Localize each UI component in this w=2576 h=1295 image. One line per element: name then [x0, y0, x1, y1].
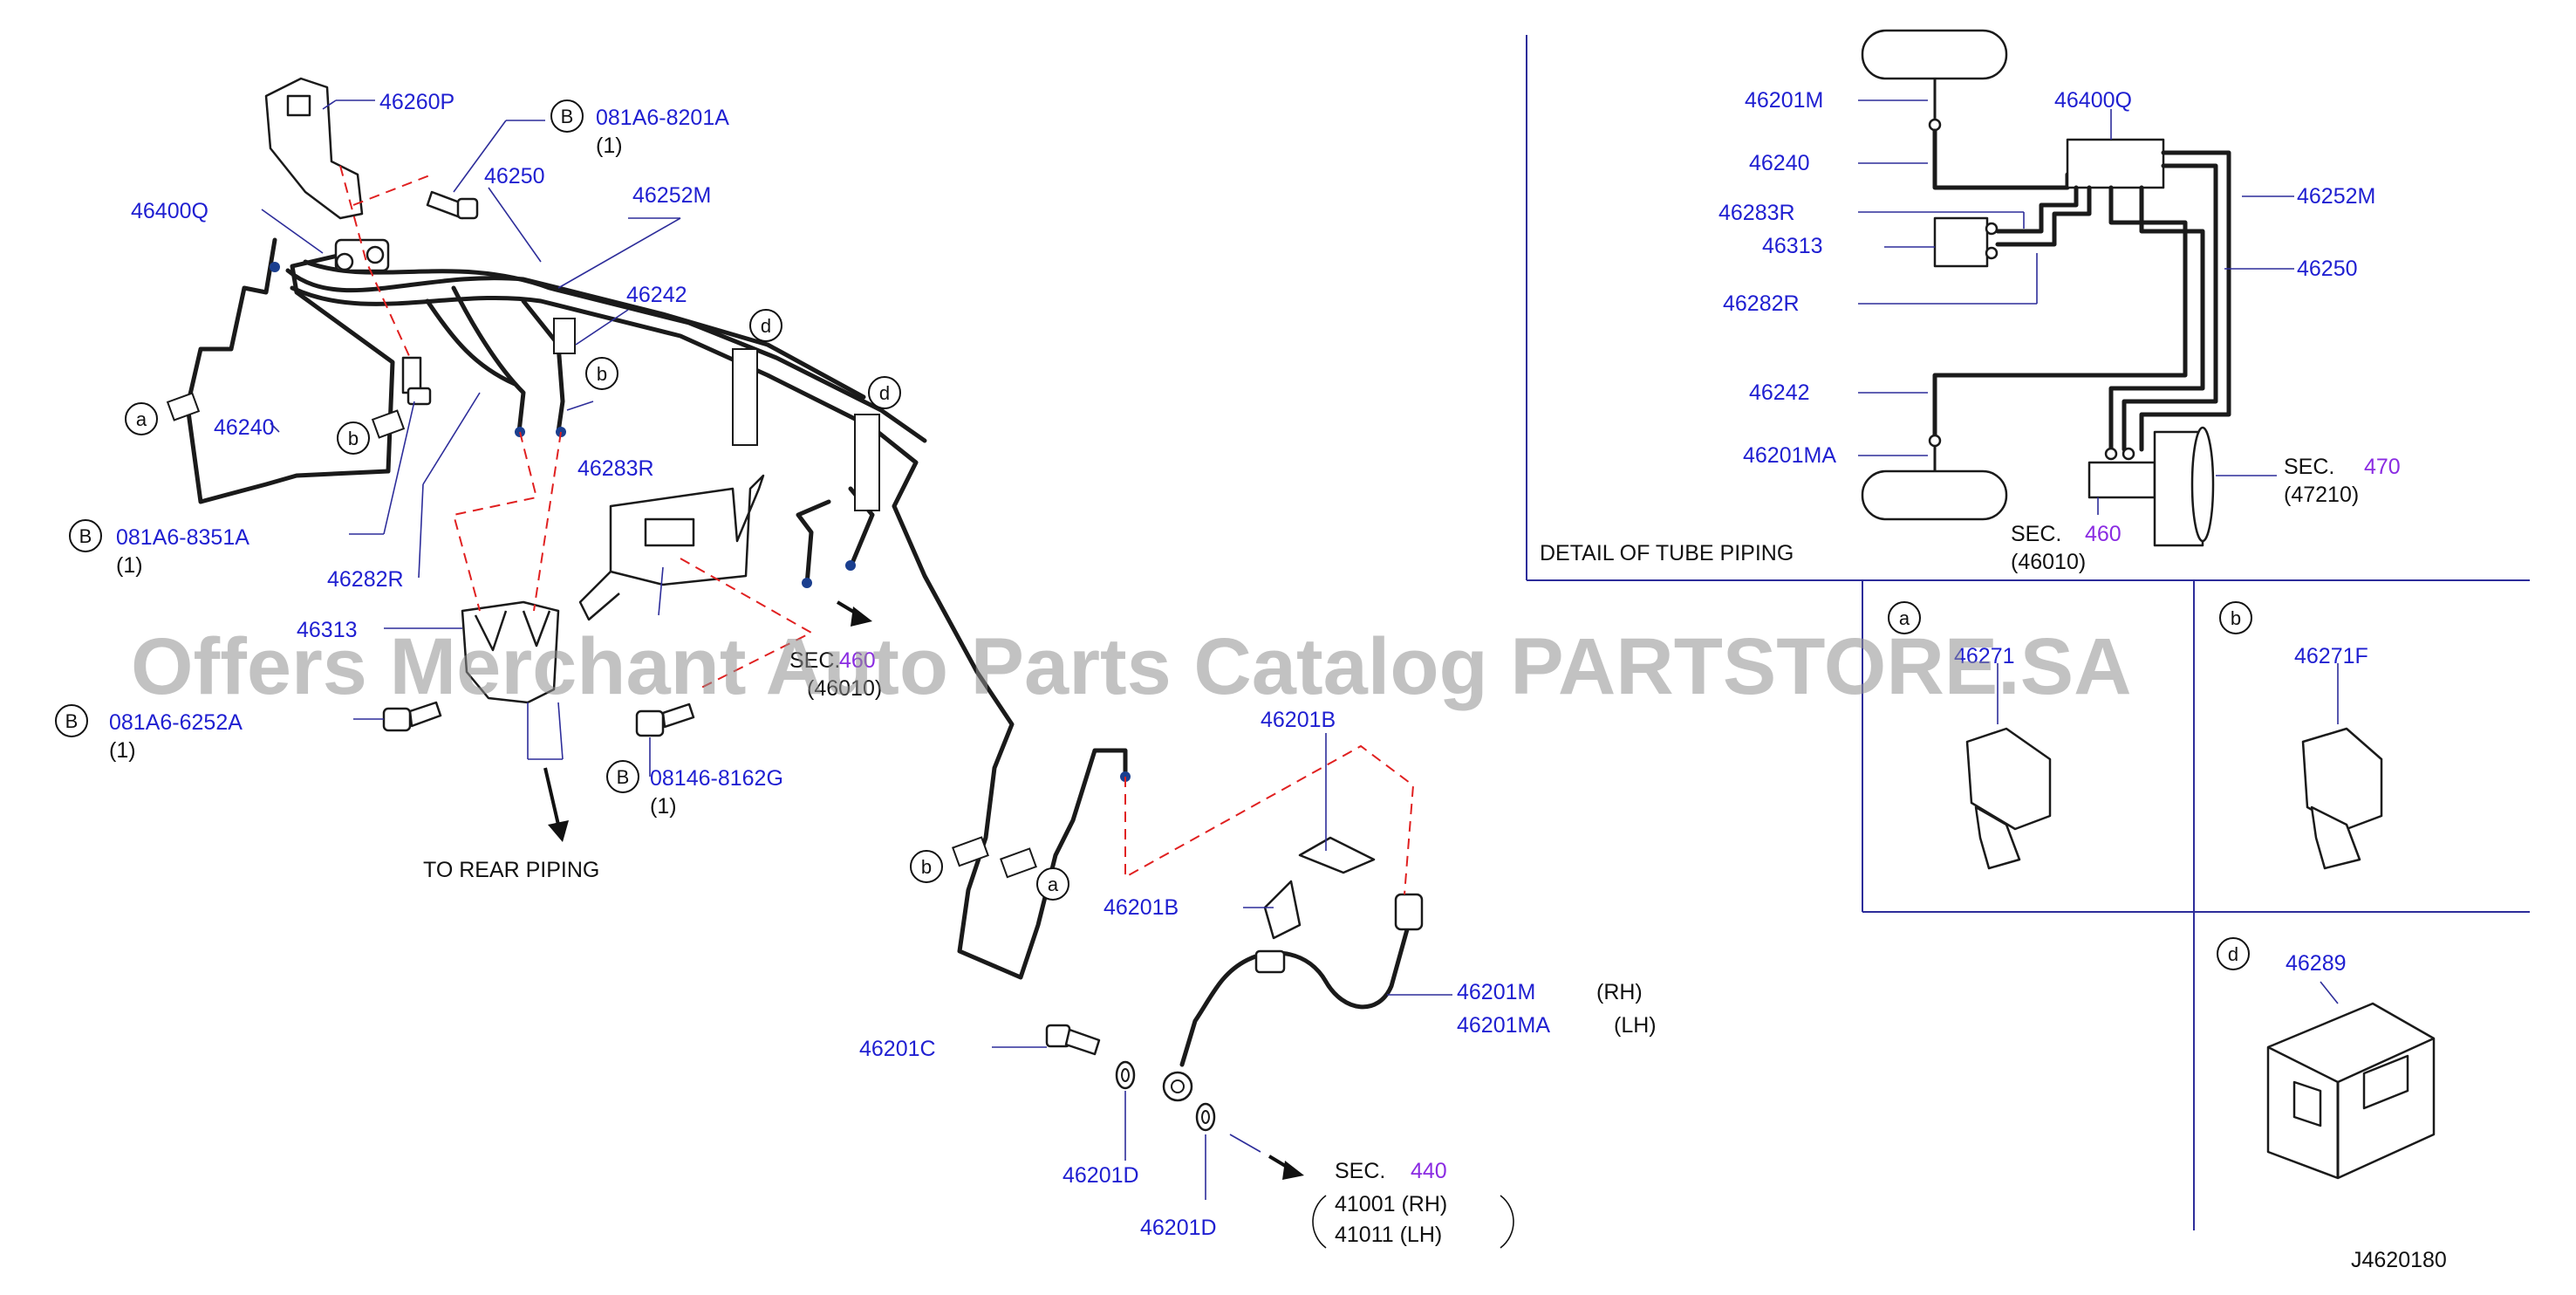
detail-label-46400Q: 46400Q	[2054, 88, 2132, 113]
detail-label-sec-460-num: 460	[2085, 522, 2122, 546]
callout-a-lower: a	[1048, 874, 1059, 895]
callout-d-1: d	[761, 315, 771, 337]
detail-label-46252M: 46252M	[2297, 184, 2375, 209]
label-sec-440: SEC.	[1335, 1159, 1385, 1183]
label-46282R: 46282R	[327, 567, 404, 592]
label-sec-460-main: SEC.	[789, 648, 840, 673]
label-sec-440-rh: 41001 (RH)	[1335, 1192, 1447, 1216]
bolt-46201C	[1045, 1024, 1101, 1056]
callout-B-6252A: B	[65, 710, 79, 732]
label-qty-8201A: (1)	[596, 134, 623, 158]
flex-hose-46201M	[1162, 893, 1424, 1102]
direction-arrows	[543, 600, 1304, 1180]
label-081A6-8201A: 081A6-8201A	[596, 106, 729, 130]
clip-46289-detail	[2266, 981, 2436, 1180]
detail-label-46240: 46240	[1749, 151, 1810, 175]
label-46252M: 46252M	[632, 183, 711, 208]
label-sec-460-sub-main: (46010)	[807, 676, 882, 701]
label-to-rear-piping: TO REAR PIPING	[423, 858, 599, 882]
label-46260P: 46260P	[379, 90, 454, 114]
detail-label-46289: 46289	[2286, 951, 2347, 976]
junction-block-46400Q	[334, 238, 390, 272]
center-bracket	[578, 474, 765, 621]
label-46400Q: 46400Q	[131, 199, 208, 223]
label-sec-440-lh: 41011 (LH)	[1335, 1223, 1442, 1247]
callout-a-detail: a	[1899, 607, 1910, 629]
washer-46201D-a	[1115, 1060, 1136, 1090]
callout-letters: B a b b d d B B B b a a b d	[65, 106, 2241, 965]
bolt-081A6-8201A	[426, 190, 479, 220]
label-46201C: 46201C	[859, 1037, 936, 1061]
callout-B-8162G: B	[617, 766, 630, 788]
label-sec-460-num-main: 460	[839, 648, 876, 673]
label-46240: 46240	[214, 415, 275, 440]
detail-label-46250: 46250	[2297, 257, 2358, 281]
dashed-guides	[339, 165, 1415, 895]
label-46242: 46242	[626, 283, 687, 307]
bolt-08146-8162G	[635, 702, 695, 737]
clip-46271F-detail	[2301, 663, 2383, 870]
bolt-081A6-8351A	[401, 356, 432, 406]
main-brake-pipes	[185, 237, 1128, 980]
part-labels-detail: 46201M 46400Q 46240 46252M 46283R 46313 …	[1540, 88, 2447, 1272]
detail-label-sec-470: SEC.	[2284, 455, 2334, 479]
leader-lines	[261, 99, 1452, 1200]
pipe-tape-markers	[166, 318, 1037, 879]
callout-B-8351A: B	[79, 525, 92, 547]
label-qty-8162G: (1)	[650, 794, 677, 819]
detail-label-46282R: 46282R	[1723, 291, 1800, 316]
label-rh-hose: (RH)	[1596, 980, 1643, 1004]
label-081A6-8351A: 081A6-8351A	[116, 525, 249, 550]
label-qty-8351A: (1)	[116, 553, 143, 578]
detail-label-46271: 46271	[1954, 644, 2015, 668]
block-46313	[461, 600, 560, 704]
clip-46271-detail	[1965, 663, 2052, 870]
label-08146-8162G: 08146-8162G	[650, 766, 783, 791]
part-labels-main: 46260P 081A6-8201A (1) 46250 46252M 4640…	[109, 90, 1657, 1249]
detail-label-46201M: 46201M	[1745, 88, 1823, 113]
detail-label-sec-470-num: 470	[2364, 455, 2401, 479]
detail-label-sec-460-sub: (46010)	[2011, 550, 2086, 574]
label-46201M: 46201M	[1457, 980, 1535, 1004]
detail-title: DETAIL OF TUBE PIPING	[1540, 541, 1794, 565]
callout-b-detail: b	[2231, 607, 2241, 629]
diagram-id: J4620180	[2351, 1248, 2447, 1272]
label-46201D-a: 46201D	[1063, 1163, 1139, 1188]
callout-b-mid: b	[597, 363, 607, 385]
callout-b-left: b	[348, 428, 359, 449]
detail-label-46242: 46242	[1749, 380, 1810, 405]
label-46201D-b: 46201D	[1140, 1216, 1217, 1240]
detail-label-46283R: 46283R	[1718, 201, 1795, 225]
detail-label-sec-460: SEC.	[2011, 522, 2061, 546]
label-sec-440-num: 440	[1411, 1159, 1447, 1183]
clip-46201B	[1263, 836, 1376, 940]
label-46313: 46313	[297, 618, 358, 642]
callout-circles	[55, 99, 2252, 970]
label-081A6-6252A: 081A6-6252A	[109, 710, 243, 735]
label-46201B-upper: 46201B	[1261, 708, 1336, 732]
callout-b-lower: b	[921, 856, 932, 878]
label-46201B-lower: 46201B	[1104, 895, 1179, 920]
label-qty-6252A: (1)	[109, 738, 136, 763]
detail-tube-piping	[1858, 29, 2294, 547]
callout-B-8201A: B	[561, 106, 574, 127]
detail-label-sec-470-sub: (47210)	[2284, 483, 2359, 507]
label-46250: 46250	[484, 164, 545, 188]
callout-d-detail: d	[2228, 943, 2238, 965]
callout-d-2: d	[879, 382, 890, 404]
label-46283R: 46283R	[577, 456, 654, 481]
detail-label-46201MA: 46201MA	[1743, 443, 1836, 468]
bolt-081A6-6252A	[382, 701, 442, 732]
detail-label-46271F: 46271F	[2294, 644, 2368, 668]
detail-label-46313: 46313	[1762, 234, 1823, 258]
bracket-46260P	[264, 77, 364, 220]
callout-a-left: a	[136, 408, 147, 430]
label-lh-hose: (LH)	[1614, 1013, 1657, 1038]
detail-panel-frame	[1526, 35, 2530, 1230]
washer-46201D-b	[1195, 1102, 1216, 1132]
label-46201MA: 46201MA	[1457, 1013, 1550, 1038]
watermark: Offers Merchant Auto Parts Catalog PARTS…	[131, 622, 2132, 711]
